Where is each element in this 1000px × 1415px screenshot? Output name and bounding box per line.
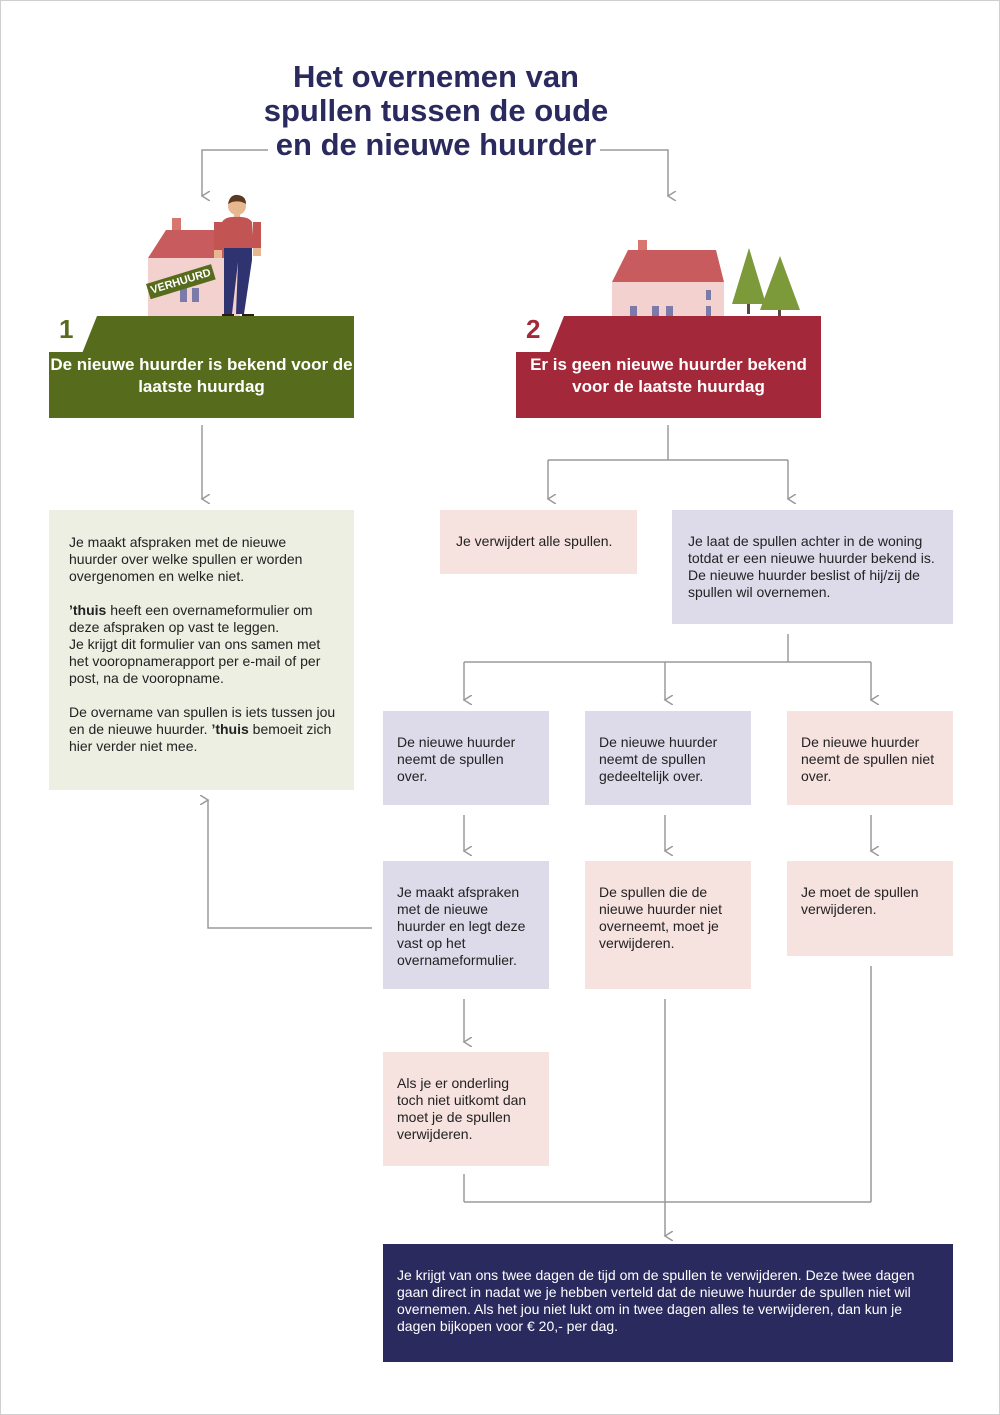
known-tenant-info-box: Je maakt afspraken met de nieuwe huurder… [49, 510, 354, 790]
option-2-header: 2 Er is geen nieuwe huurder bekend voor … [516, 316, 821, 418]
trees [732, 248, 800, 320]
thuis-brand: ’thuis [211, 721, 249, 737]
takes-over-box: De nieuwe huurder neemt de spullen over. [383, 711, 549, 805]
option-1-title: De nieuwe huurder is bekend voor de laat… [50, 355, 353, 396]
man-figure [214, 194, 261, 319]
no-agreement-box: Als je er onderling toch niet uitkomt da… [383, 1052, 549, 1166]
option-2-title: Er is geen nieuwe huurder bekend voor de… [530, 355, 807, 396]
info-paragraph-3: Je krijgt dit formulier van ons samen me… [69, 636, 321, 686]
option-2-badge: 2 [516, 316, 564, 352]
must-remove-box: Je moet de spullen verwijderen. [787, 861, 953, 956]
option-1-badge: 1 [49, 316, 97, 352]
connector-agreement-to-left-box [208, 800, 372, 929]
house-with-man-illustration [148, 194, 261, 319]
connector-title-left [202, 149, 268, 196]
two-days-final-box: Je krijgt van ons twee dagen de tijd om … [383, 1244, 953, 1362]
info-paragraph-4: De overname van spullen is iets tussen j… [69, 704, 336, 754]
option-1-header: 1 De nieuwe huurder is bekend voor de la… [49, 316, 354, 418]
page-title: Het overnemen van spullen tussen de oude… [263, 59, 609, 162]
not-takes-over-box: De nieuwe huurder neemt de spullen niet … [787, 711, 953, 805]
house-with-trees-illustration [612, 240, 800, 320]
info-paragraph-1: Je maakt afspraken met de nieuwe huurder… [69, 534, 303, 584]
partly-takes-over-box: De nieuwe huurder neemt de spullen gedee… [585, 711, 751, 805]
remove-rest-box: De spullen die de nieuwe huurder niet ov… [585, 861, 751, 989]
connector-title-right [600, 149, 668, 196]
house-roof [612, 250, 724, 282]
thuis-brand: ’thuis [69, 602, 107, 618]
leave-items-box: Je laat de spullen achter in de woning t… [672, 510, 953, 624]
agreement-box: Je maakt afspraken met de nieuwe huurder… [383, 861, 549, 989]
info-paragraph-2: ’thuis heeft een overnameformulier om de… [69, 602, 313, 635]
remove-all-box: Je verwijdert alle spullen. [440, 510, 637, 574]
